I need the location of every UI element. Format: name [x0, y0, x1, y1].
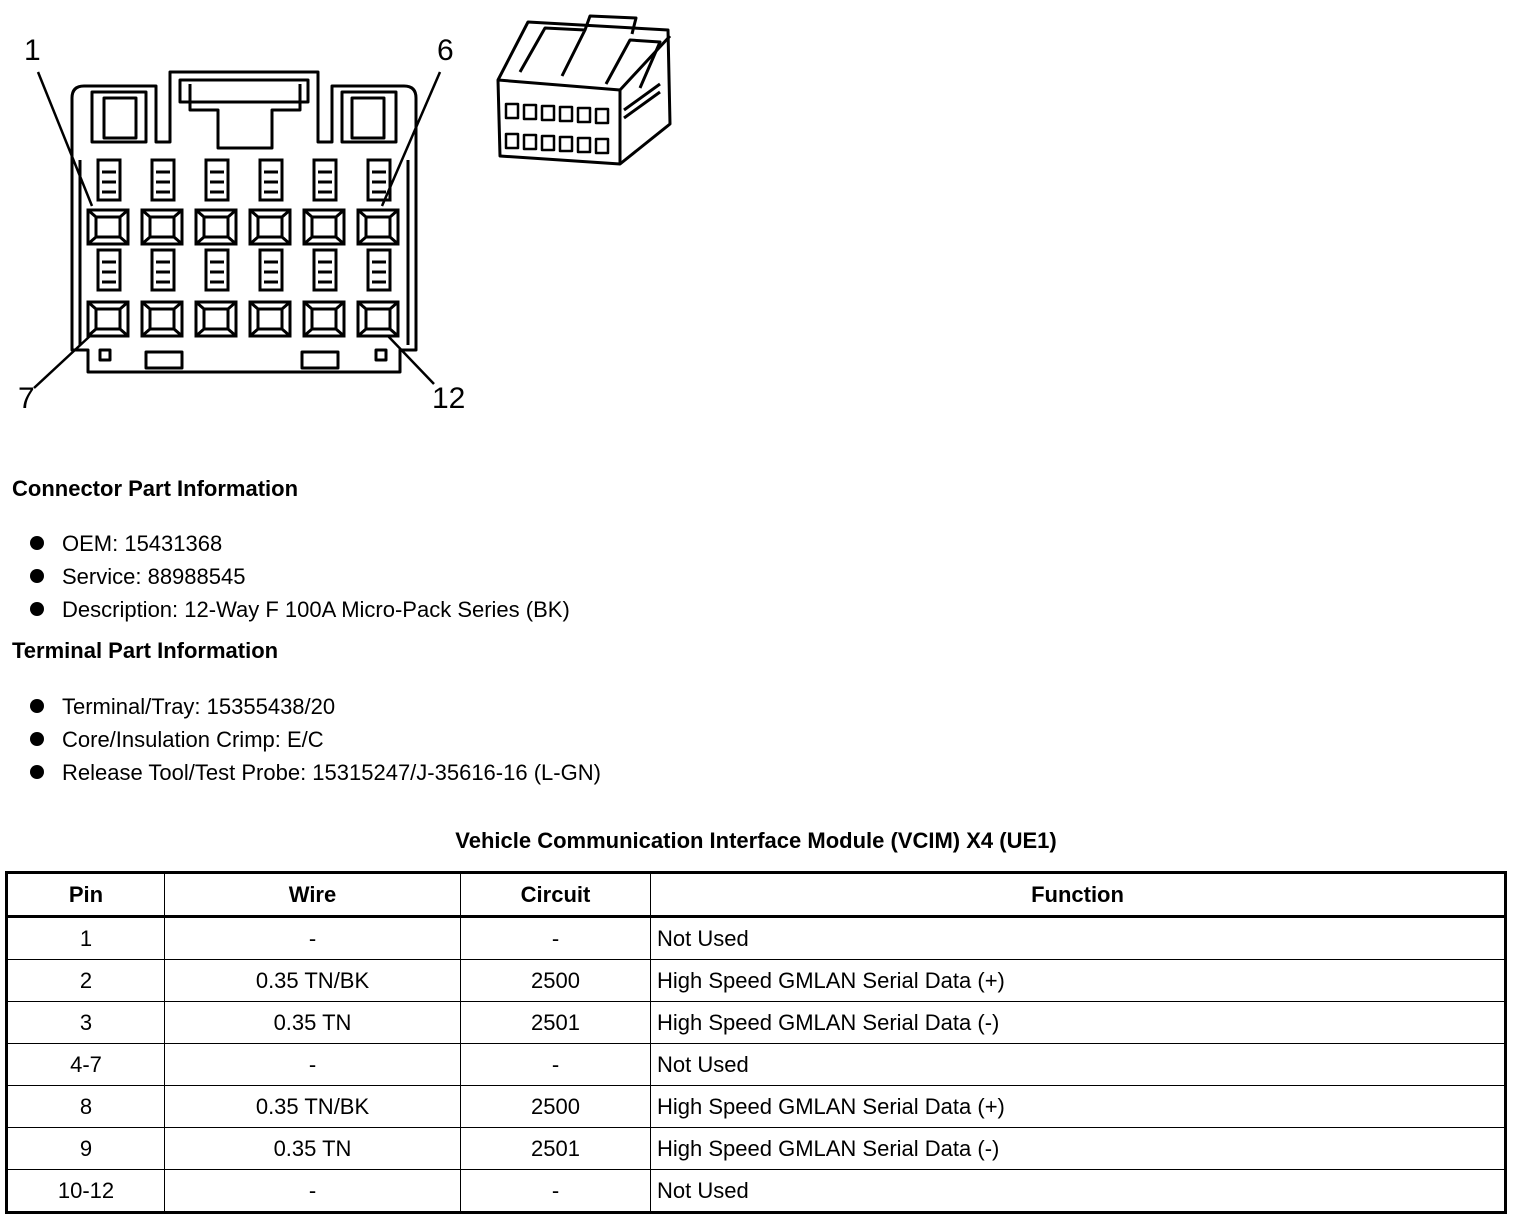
pin-label-7: 7 [18, 382, 35, 415]
cell-pin: 2 [6, 959, 165, 1002]
cell-wire: 0.35 TN [164, 1127, 461, 1170]
cell-pin: 9 [6, 1127, 165, 1170]
cell-wire: 0.35 TN/BK [164, 1085, 461, 1128]
bullet-icon [30, 765, 44, 779]
cell-function: Not Used [650, 1043, 1506, 1086]
pin-cavity [302, 248, 346, 338]
cell-circuit: - [460, 916, 651, 960]
cell-circuit: 2500 [460, 1085, 651, 1128]
pin-label-6: 6 [437, 34, 454, 67]
pin-cavity [194, 248, 238, 338]
connector-part-information-list: OEM: 15431368 Service: 88988545 Descript… [28, 527, 570, 626]
cell-function: High Speed GMLAN Serial Data (-) [650, 1001, 1506, 1044]
cell-function: High Speed GMLAN Serial Data (+) [650, 959, 1506, 1002]
bullet-icon [30, 569, 44, 583]
list-item: OEM: 15431368 [28, 527, 570, 560]
table-row: 1--Not Used [6, 916, 1506, 960]
cell-pin: 8 [6, 1085, 165, 1128]
list-item-text: Service: 88988545 [62, 564, 246, 589]
connector-diagram: 1 6 7 12 [18, 14, 672, 415]
cell-wire: 0.35 TN [164, 1001, 461, 1044]
cell-wire: - [164, 1169, 461, 1213]
pin-label-1: 1 [24, 34, 41, 67]
pin-cavity [302, 158, 346, 246]
cell-pin: 3 [6, 1001, 165, 1044]
list-item: Service: 88988545 [28, 560, 570, 593]
column-header-pin: Pin [6, 872, 165, 918]
pin-cavities [86, 158, 400, 338]
bullet-icon [30, 699, 44, 713]
list-item-text: Description: 12-Way F 100A Micro-Pack Se… [62, 597, 570, 622]
terminal-part-information-list: Terminal/Tray: 15355438/20 Core/Insulati… [28, 690, 601, 789]
list-item-text: OEM: 15431368 [62, 531, 223, 556]
connector-isometric-view [496, 14, 672, 166]
pin-cavity [86, 158, 130, 246]
pin-cavity [356, 248, 400, 338]
cell-circuit: - [460, 1043, 651, 1086]
table-row: 10-12--Not Used [6, 1169, 1506, 1213]
cell-circuit: 2501 [460, 1001, 651, 1044]
table-row: 4-7--Not Used [6, 1043, 1506, 1086]
pin-label-12: 12 [432, 382, 465, 415]
bullet-icon [30, 536, 44, 550]
cell-pin: 1 [6, 916, 165, 960]
table-title: Vehicle Communication Interface Module (… [455, 828, 1057, 853]
list-item-text: Core/Insulation Crimp: E/C [62, 727, 324, 752]
bullet-icon [30, 602, 44, 616]
column-header-circuit: Circuit [460, 872, 651, 918]
cell-pin: 10-12 [6, 1169, 165, 1213]
cell-function: Not Used [650, 1169, 1506, 1213]
pin-cavity [140, 158, 184, 246]
connector-face-view [70, 70, 418, 374]
cell-circuit: 2500 [460, 959, 651, 1002]
list-item-text: Release Tool/Test Probe: 15315247/J-3561… [62, 760, 601, 785]
pin-cavity [248, 158, 292, 246]
pin-cavity [86, 248, 130, 338]
column-header-function: Function [650, 872, 1506, 918]
cell-function: High Speed GMLAN Serial Data (-) [650, 1127, 1506, 1170]
cell-wire: - [164, 916, 461, 960]
connector-part-information-heading: Connector Part Information [12, 476, 299, 501]
cell-function: High Speed GMLAN Serial Data (+) [650, 1085, 1506, 1128]
pin-leader-lines [33, 71, 442, 389]
list-item-text: Terminal/Tray: 15355438/20 [62, 694, 336, 719]
terminal-part-information-heading: Terminal Part Information [12, 638, 279, 663]
cell-wire: - [164, 1043, 461, 1086]
cell-circuit: - [460, 1169, 651, 1213]
list-item: Release Tool/Test Probe: 15315247/J-3561… [28, 756, 601, 789]
cell-circuit: 2501 [460, 1127, 651, 1170]
list-item: Terminal/Tray: 15355438/20 [28, 690, 601, 723]
bullet-icon [30, 732, 44, 746]
list-item: Core/Insulation Crimp: E/C [28, 723, 601, 756]
table-header-row: Pin Wire Circuit Function [6, 872, 1506, 918]
column-header-wire: Wire [164, 872, 461, 918]
pin-cavity [194, 158, 238, 246]
list-item: Description: 12-Way F 100A Micro-Pack Se… [28, 593, 570, 626]
cell-function: Not Used [650, 916, 1506, 960]
cell-wire: 0.35 TN/BK [164, 959, 461, 1002]
pin-cavity [248, 248, 292, 338]
cell-pin: 4-7 [6, 1043, 165, 1086]
pin-cavity [356, 158, 400, 246]
pin-cavity [140, 248, 184, 338]
